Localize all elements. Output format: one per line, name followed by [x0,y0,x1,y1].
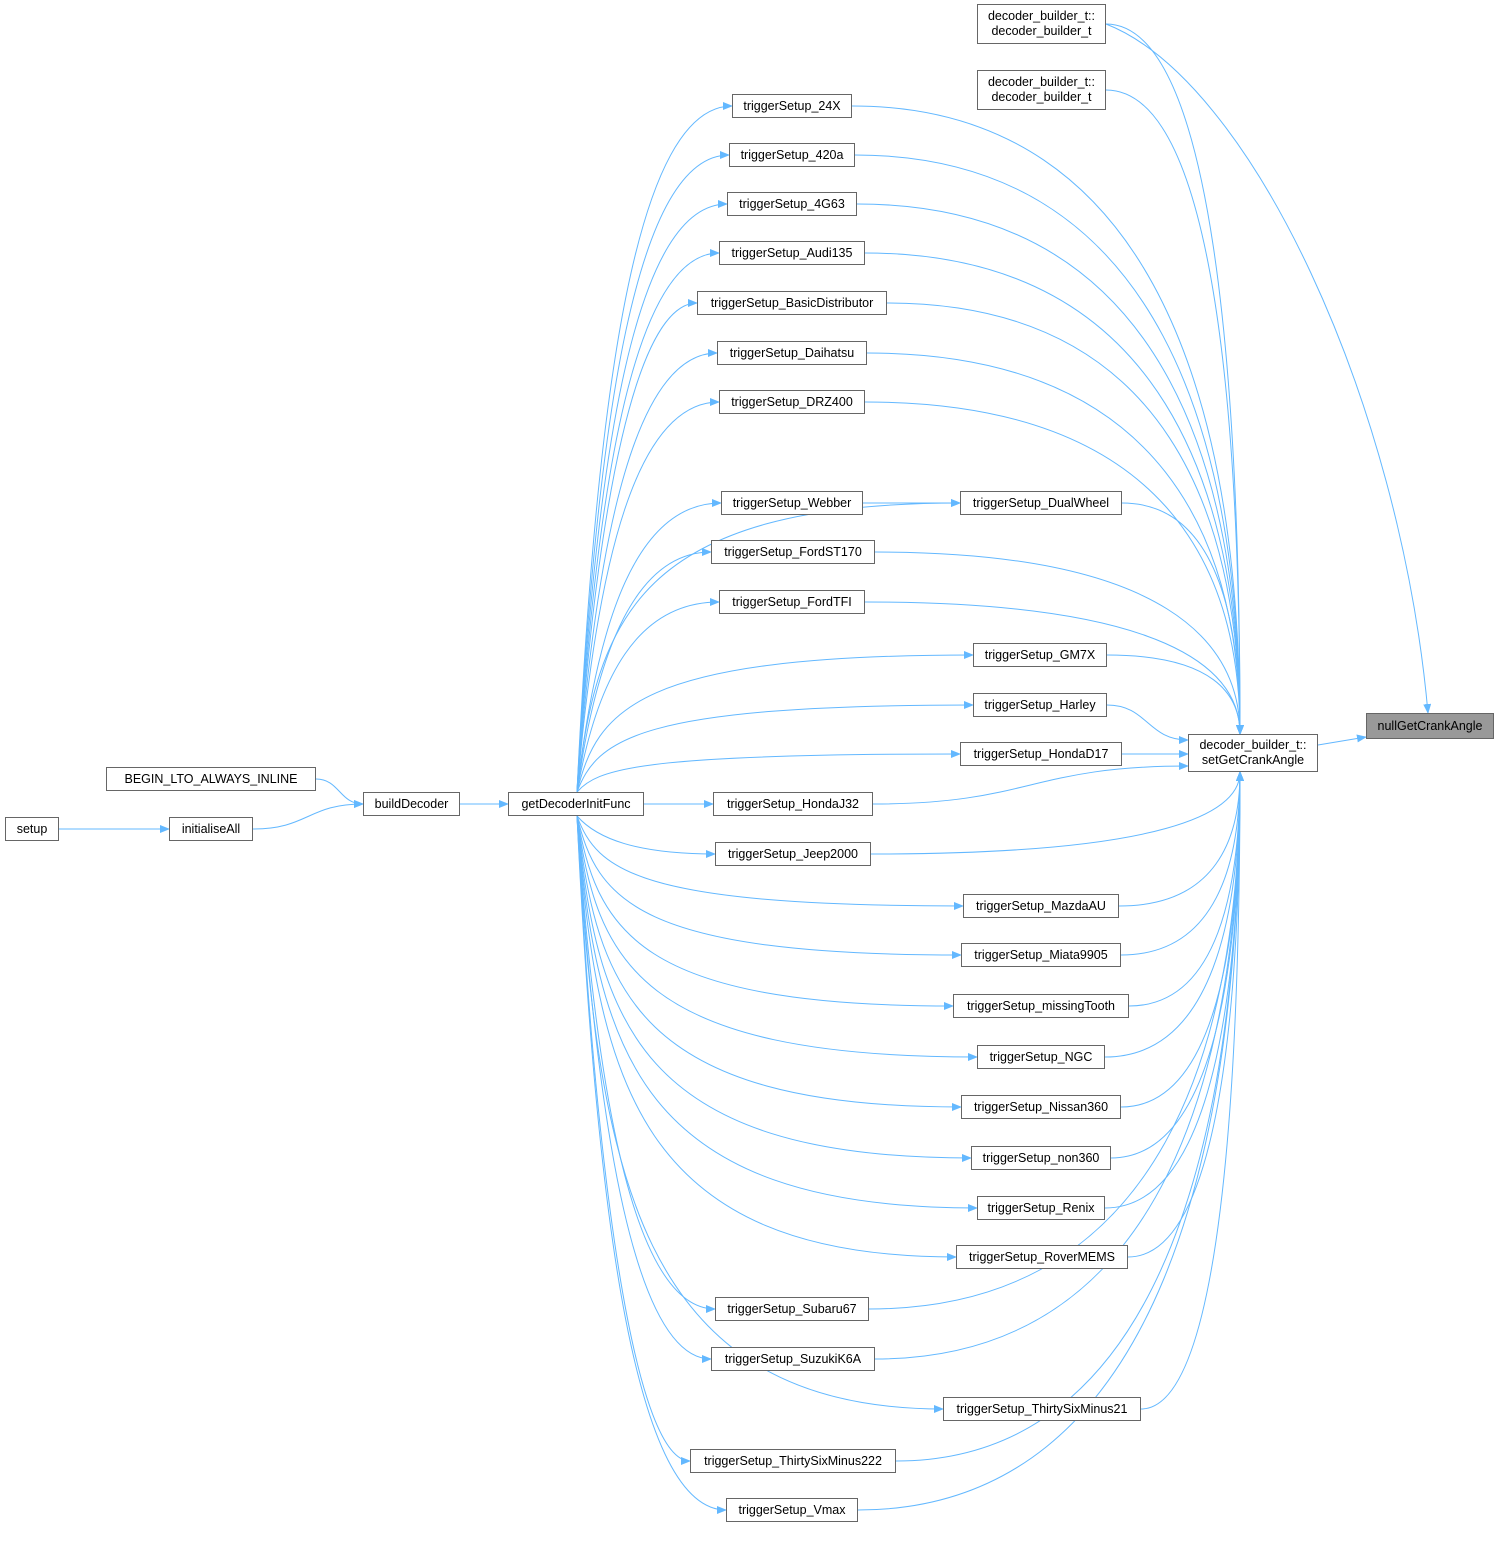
node-taudi[interactable]: triggerSetup_Audi135 [719,241,865,265]
node-tdai[interactable]: triggerSetup_Daihatsu [717,341,867,365]
node-tnon360[interactable]: triggerSetup_non360 [971,1146,1111,1170]
edge-tsubaru-to-set [868,771,1244,1310]
edge-t420a-to-set [854,154,1244,735]
edge-getinit-to-tvmax [576,815,727,1514]
edge-tmazda-to-set [1118,771,1244,907]
edge-getinit-to-tngc [576,815,978,1061]
node-setup[interactable]: setup [5,817,59,841]
edge-tgm7x-to-set [1106,654,1244,735]
edge-t3621-to-set [1140,771,1244,1410]
node-getinit[interactable]: getDecoderInitFunc [508,792,644,816]
node-tbasic[interactable]: triggerSetup_BasicDistributor [697,291,887,315]
edge-getinit-to-tsubaru [576,815,716,1313]
node-tst170[interactable]: triggerSetup_FordST170 [711,540,875,564]
node-tngc[interactable]: triggerSetup_NGC [977,1045,1105,1069]
edge-set-to-null [1317,734,1367,746]
node-tdual[interactable]: triggerSetup_DualWheel [960,491,1122,515]
edge-getinit-to-tnon360 [576,815,972,1162]
node-tmissing[interactable]: triggerSetup_missingTooth [953,994,1129,1018]
node-initall[interactable]: initialiseAll [169,817,253,841]
node-db2[interactable]: decoder_builder_t:: decoder_builder_t [977,70,1106,110]
edge-db2-to-set [1105,89,1244,735]
node-tmiata[interactable]: triggerSetup_Miata9905 [961,943,1121,967]
edge-getinit-to-taudi [576,249,720,793]
edge-getinit-to-trenix [576,815,978,1212]
edge-tharley-to-set [1106,704,1189,744]
edge-tdual-to-set [1121,502,1244,735]
node-begin[interactable]: BEGIN_LTO_ALWAYS_INLINE [106,767,316,791]
edge-tvmax-to-set [857,771,1244,1511]
edge-t24x-to-set [851,105,1244,735]
edge-getinit-to-t420a [576,151,730,793]
edge-begin-to-build [315,778,364,808]
edge-getinit-to-twebber [576,499,722,793]
edge-tj32-to-set [872,762,1189,805]
node-t420a[interactable]: triggerSetup_420a [729,143,855,167]
edge-getinit-to-tmissing [576,815,954,1010]
node-tsubaru[interactable]: triggerSetup_Subaru67 [715,1297,869,1321]
node-tsuzuki[interactable]: triggerSetup_SuzukiK6A [711,1347,875,1371]
edge-db1-to-null [1105,23,1432,714]
edge-getinit-to-tdrz [576,398,720,793]
edge-getinit-to-t36222 [576,815,691,1465]
edge-db1-to-set [1105,23,1244,735]
node-twebber[interactable]: triggerSetup_Webber [721,491,863,515]
edge-getinit-to-t3621 [576,815,944,1413]
edge-getinit-to-tmiata [576,815,962,959]
node-tvmax[interactable]: triggerSetup_Vmax [726,1498,858,1522]
edge-tjeep-to-set [870,771,1244,855]
edge-getinit-to-tbasic [576,299,698,793]
edge-getinit-to-tnissan [576,815,962,1111]
node-trenix[interactable]: triggerSetup_Renix [977,1196,1105,1220]
edge-getinit-to-td17 [576,750,961,793]
node-tjeep[interactable]: triggerSetup_Jeep2000 [715,842,871,866]
edge-getinit-to-tsuzuki [576,815,712,1363]
node-t24x[interactable]: triggerSetup_24X [732,94,852,118]
node-ttfi[interactable]: triggerSetup_FordTFI [719,590,865,614]
node-db1[interactable]: decoder_builder_t:: decoder_builder_t [977,4,1106,44]
edge-initall-to-build [252,800,364,830]
edge-tdrz-to-set [864,401,1244,735]
node-t3621[interactable]: triggerSetup_ThirtySixMinus21 [943,1397,1141,1421]
node-build[interactable]: buildDecoder [363,792,460,816]
edge-getinit-to-trover [576,815,957,1261]
edge-getinit-to-ttfi [576,598,720,793]
edge-t4g63-to-set [856,203,1244,735]
node-null[interactable]: nullGetCrankAngle [1366,713,1494,739]
edge-getinit-to-tgm7x [576,651,974,793]
edge-tbasic-to-set [886,302,1244,735]
edge-getinit-to-tjeep [576,815,716,858]
node-tharley[interactable]: triggerSetup_Harley [973,693,1107,717]
edge-tsuzuki-to-set [874,771,1244,1360]
node-tmazda[interactable]: triggerSetup_MazdaAU [963,894,1119,918]
node-tdrz[interactable]: triggerSetup_DRZ400 [719,390,865,414]
edge-tst170-to-set [874,551,1244,735]
node-set[interactable]: decoder_builder_t:: setGetCrankAngle [1188,734,1318,772]
node-t36222[interactable]: triggerSetup_ThirtySixMinus222 [690,1449,896,1473]
node-td17[interactable]: triggerSetup_HondaD17 [960,742,1122,766]
node-tj32[interactable]: triggerSetup_HondaJ32 [713,792,873,816]
edge-getinit-to-tharley [576,701,974,793]
node-tnissan[interactable]: triggerSetup_Nissan360 [961,1095,1121,1119]
edge-getinit-to-tmazda [576,815,964,910]
node-tgm7x[interactable]: triggerSetup_GM7X [973,643,1107,667]
edge-tnon360-to-set [1110,771,1244,1159]
node-trover[interactable]: triggerSetup_RoverMEMS [956,1245,1128,1269]
edge-getinit-to-t24x [576,102,733,793]
edge-getinit-to-tst170 [576,548,712,793]
edge-trover-to-set [1127,771,1244,1258]
edge-getinit-to-t4g63 [576,200,728,793]
edge-tmiata-to-set [1120,771,1244,956]
edge-taudi-to-set [864,252,1244,735]
edge-getinit-to-tdai [576,349,718,793]
node-t4g63[interactable]: triggerSetup_4G63 [727,192,857,216]
